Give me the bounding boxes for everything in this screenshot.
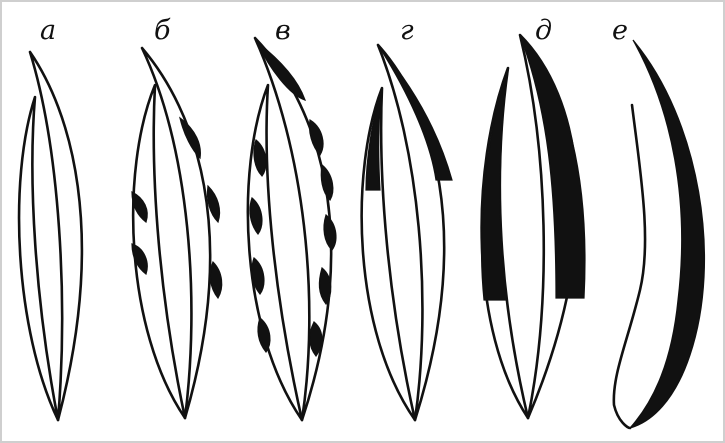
- panel-label-e: е: [612, 15, 628, 46]
- panel-label-d: д: [535, 15, 552, 46]
- panel-label-g: г: [400, 15, 414, 46]
- panel-label-v: в: [275, 15, 291, 46]
- panel-label-b: б: [154, 15, 171, 46]
- panel-label-a: а: [40, 15, 56, 46]
